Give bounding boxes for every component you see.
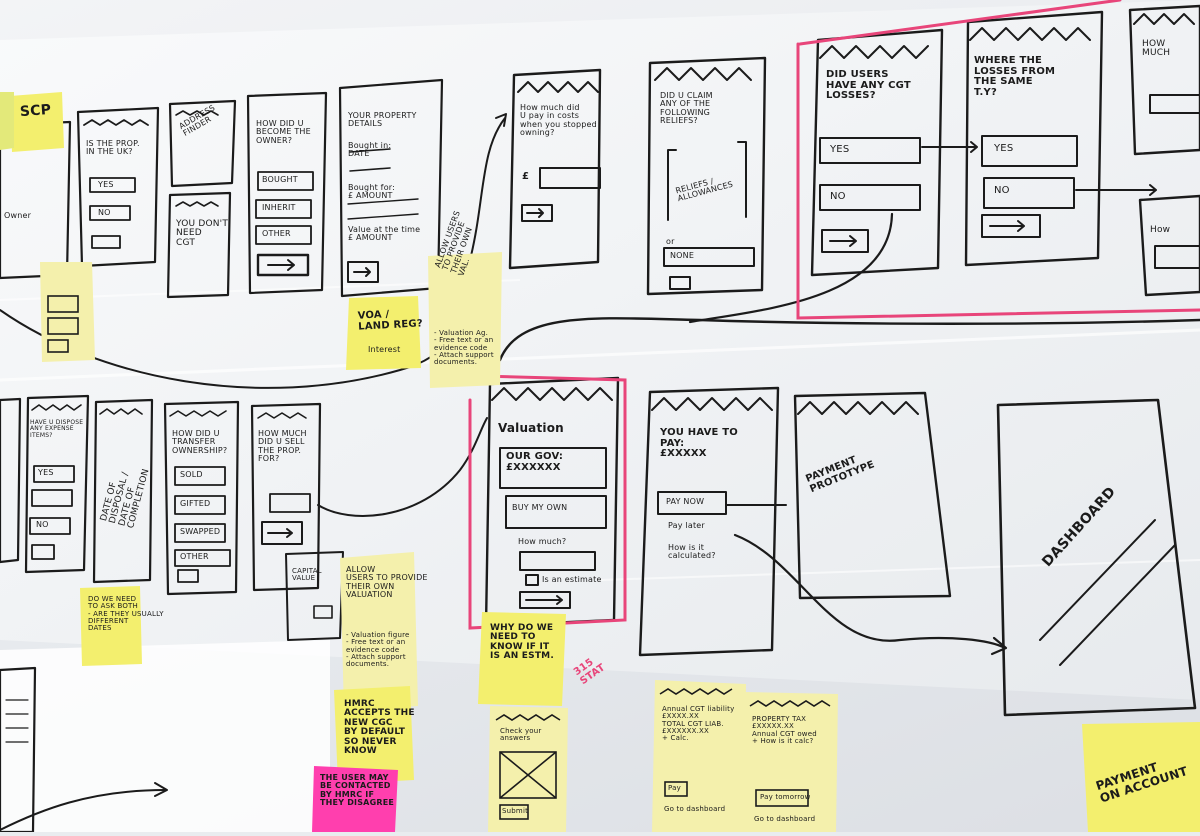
valuation-title: Valuation xyxy=(498,421,564,435)
buy-own-label: BUY MY OWN xyxy=(512,503,568,512)
screen-how-cut2 xyxy=(1138,194,1200,297)
plastic-sheet xyxy=(0,0,1200,700)
screen-date-of-disposal xyxy=(92,398,154,584)
property-uk-no: NO xyxy=(98,208,111,217)
sticky-allow-users-bottom-list: - Valuation figure - Free text or an evi… xyxy=(346,631,410,669)
screen-owner-label: Owner xyxy=(4,211,32,220)
option-other: OTHER xyxy=(262,229,291,238)
screen-how-much-paid xyxy=(508,68,602,270)
screen-how-much-cut xyxy=(1128,4,1200,156)
option-swapped: SWAPPED xyxy=(180,527,221,536)
screen-losses-same-ty xyxy=(964,10,1104,267)
screen-address-finder xyxy=(168,99,237,188)
property-details-title: YOUR PROPERTY DETAILS xyxy=(348,111,417,129)
capital-value-label: CAPITAL VALUE xyxy=(292,567,322,583)
red-bracket-bottom xyxy=(468,374,627,630)
check-answers-label: Check your answers xyxy=(500,727,542,743)
option-none: NONE xyxy=(670,251,695,260)
option-inherit: INHERIT xyxy=(262,203,296,212)
option-sold: SOLD xyxy=(180,470,203,479)
option-gifted: GIFTED xyxy=(180,499,211,508)
claim-reliefs-question: DID U CLAIM ANY OF THE FOLLOWING RELIEFS… xyxy=(660,91,713,126)
how-become-question: HOW DID U BECOME THE OWNER? xyxy=(256,119,311,145)
same-ty-no: NO xyxy=(994,185,1010,196)
lower-sheet xyxy=(0,640,330,832)
sticky-pink: THE USER MAY BE CONTACTED BY HMRC IF THE… xyxy=(320,773,395,808)
screen-property-uk xyxy=(76,106,160,268)
option-bought: BOUGHT xyxy=(262,175,298,184)
sticky-why-do-we: WHY DO WE NEED TO KNOW IF IT IS AN ESTM. xyxy=(490,623,554,662)
sticky-hmrc: HMRC ACCEPTS THE NEW CGC BY DEFAULT SO N… xyxy=(344,699,415,757)
sticky-do-we-need: DO WE NEED TO ASK BOTH - ARE THEY USUALL… xyxy=(88,595,164,633)
option-other-bottom: OTHER xyxy=(180,552,209,561)
how-much-paid-question: How much did U pay in costs when you sto… xyxy=(520,103,597,138)
screen-no-cgt xyxy=(166,191,232,299)
pay-now-button: PAY NOW xyxy=(666,497,705,506)
sticky-voa-small: Interest xyxy=(368,345,401,354)
pay-button: Pay xyxy=(668,784,681,792)
screen-how-become-owner xyxy=(246,91,328,295)
losses-yes: YES xyxy=(830,144,850,155)
you-have-to-pay-label: YOU HAVE TO PAY: £XXXXX xyxy=(660,427,738,459)
property-uk-question: IS THE PROP. IN THE UK? xyxy=(86,139,140,157)
how-calculated-link: How is it calculated? xyxy=(668,543,716,561)
pay-tomorrow-button: Pay tomorrow xyxy=(760,793,811,801)
an-estimate-label: Is an estimate xyxy=(542,575,602,584)
losses-no: NO xyxy=(830,191,846,202)
pound-sign: £ xyxy=(522,171,530,182)
screen-claim-reliefs xyxy=(646,56,767,296)
or-label: or xyxy=(666,237,675,246)
go-dashboard-link: Go to dashboard xyxy=(664,805,726,813)
losses-same-ty-question: WHERE THE LOSSES FROM THE SAME T.Y? xyxy=(974,55,1056,98)
screen-dispose-partial xyxy=(0,397,22,564)
sticky-allow-users-bottom: ALLOW USERS TO PROVIDE THEIR OWN VALUATI… xyxy=(346,565,428,600)
screen-payment-prototype xyxy=(793,391,952,600)
screen-cgt-losses xyxy=(810,28,944,277)
screen-dashboard xyxy=(996,398,1197,717)
transfer-ownership-question: HOW DID U TRANSFER OWNERSHIP? xyxy=(172,429,228,455)
annual-cgt-label: Annual CGT liability £XXXX.XX TOTAL CGT … xyxy=(662,705,735,743)
screen-dispose-expenses xyxy=(24,394,90,574)
same-ty-yes: YES xyxy=(994,143,1014,154)
go-dashboard-link-2: Go to dashboard xyxy=(754,815,816,823)
how-much-sell-question: HOW MUCH DID U SELL THE PROP. FOR? xyxy=(258,429,307,464)
sticky-voa: VOA / LAND REG? xyxy=(357,309,424,333)
no-cgt-label: YOU DON'T NEED CGT xyxy=(176,219,229,248)
red-bracket-top xyxy=(796,0,1200,320)
screen-transfer-ownership xyxy=(163,400,240,596)
submit-button: Submit xyxy=(502,807,529,815)
screen-how-much-sell xyxy=(250,402,322,592)
property-tax-label: PROPERTY TAX £XXXXX.XX Annual CGT owed +… xyxy=(752,715,817,746)
screen-capital-value xyxy=(285,551,344,641)
sticky-notes xyxy=(0,92,1200,832)
how-much-cut-label: HOW MUCH xyxy=(1142,39,1171,59)
dispose-yes: YES xyxy=(38,468,54,477)
dispose-question: HAVE U DISPOSE ANY EXPENSE ITEMS? xyxy=(30,419,84,439)
bought-in-label: Bought in: DATE xyxy=(348,141,392,159)
screen-you-have-to-pay xyxy=(638,386,780,657)
cgt-losses-question: DID USERS HAVE ANY CGT LOSSES? xyxy=(826,69,911,101)
bought-for-label: Bought for: £ AMOUNT xyxy=(348,183,396,201)
pay-later-link: Pay later xyxy=(668,521,705,530)
how-much-label: How much? xyxy=(518,537,567,546)
our-gov-value: OUR GOV: £XXXXXX xyxy=(506,451,564,473)
property-uk-yes: YES xyxy=(98,180,114,189)
sticky-scp: SCP xyxy=(19,101,52,121)
value-at-label: Value at the time £ AMOUNT xyxy=(348,225,421,243)
how-cut2-label: How xyxy=(1150,225,1171,235)
dispose-no: NO xyxy=(36,520,49,529)
sticky-allow-users-top-list: - Valuation Ag. - Free text or an eviden… xyxy=(434,329,494,367)
